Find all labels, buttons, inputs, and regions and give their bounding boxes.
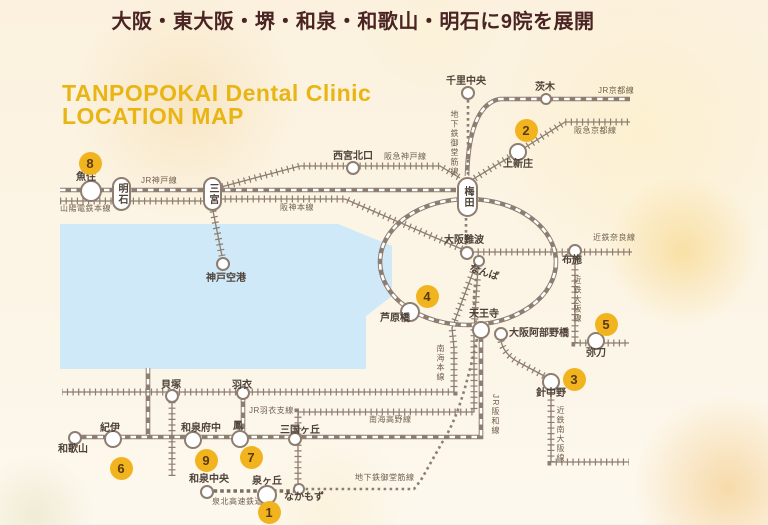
station-label: 西宮北口 bbox=[333, 151, 373, 162]
station-marker bbox=[216, 257, 230, 271]
station-marker bbox=[288, 432, 302, 446]
station-marker bbox=[494, 327, 508, 341]
station-marker bbox=[200, 485, 214, 499]
station-label: 千里中央 bbox=[446, 76, 486, 87]
map-title-line2: LOCATION MAP bbox=[62, 103, 244, 129]
map-title-line1: TANPOPOKAI Dental Clinic bbox=[62, 80, 372, 106]
station-marker bbox=[460, 246, 474, 260]
line-jr-kyoto bbox=[467, 99, 630, 176]
station-label: 三国ヶ丘 bbox=[280, 425, 320, 436]
map-title: TANPOPOKAI Dental Clinic LOCATION MAP bbox=[62, 82, 371, 128]
line-label: 南海本線 bbox=[436, 344, 445, 382]
station-pill: 梅田 bbox=[456, 177, 478, 217]
line-label: 阪急京都線 bbox=[574, 126, 617, 135]
clinic-badge-4[interactable]: 4 bbox=[415, 284, 439, 308]
line-label: JR阪和線 bbox=[491, 394, 500, 436]
station-marker bbox=[509, 143, 527, 161]
line-label: 地下鉄御堂筋線 bbox=[450, 110, 459, 177]
station-label: 上新庄 bbox=[503, 159, 533, 170]
station-label: 泉ヶ丘 bbox=[252, 476, 282, 487]
line-label: 近鉄南大阪線 bbox=[556, 406, 565, 463]
station-marker bbox=[473, 255, 485, 267]
station-marker bbox=[542, 373, 560, 391]
clinic-badge-3[interactable]: 3 bbox=[562, 367, 586, 391]
station-label: なかもず bbox=[284, 492, 324, 503]
line-label: 山陽電鉄本線 bbox=[60, 204, 111, 213]
line-label: 阪急神戸線 bbox=[384, 152, 427, 161]
station-label: 和泉府中 bbox=[181, 423, 221, 434]
page-title: 大阪・東大阪・堺・和泉・和歌山・明石に9院を展開 bbox=[111, 11, 595, 33]
station-label: 鳳 bbox=[233, 421, 243, 432]
line-label: 南海高野線 bbox=[369, 415, 412, 424]
station-label: 茨木 bbox=[535, 82, 555, 93]
station-marker bbox=[231, 430, 249, 448]
station-label: 芦原橋 bbox=[380, 313, 410, 324]
station-pill: 明石 bbox=[111, 177, 131, 211]
station-pill-label: 明石 bbox=[116, 183, 127, 205]
station-marker bbox=[236, 386, 250, 400]
line-label: JR羽衣支線 bbox=[249, 406, 294, 415]
station-marker bbox=[568, 244, 582, 258]
line-label: JR神戸線 bbox=[141, 176, 178, 185]
sea-area bbox=[60, 224, 392, 369]
station-label: 布施 bbox=[562, 255, 582, 266]
station-marker bbox=[293, 483, 305, 495]
station-label: 羽衣 bbox=[232, 380, 252, 391]
station-pill: 三宮 bbox=[202, 177, 222, 211]
station-marker bbox=[400, 302, 420, 322]
line-kintetsu-minamiosaka bbox=[501, 341, 629, 462]
station-marker bbox=[540, 93, 552, 105]
station-label: 神戸空港 bbox=[206, 273, 246, 284]
station-label: 弥刀 bbox=[586, 348, 606, 359]
station-marker bbox=[461, 86, 475, 100]
clinic-badge-6[interactable]: 6 bbox=[109, 456, 133, 480]
station-label: 天王寺 bbox=[469, 309, 499, 320]
station-label: 和歌山 bbox=[58, 444, 88, 455]
line-label: 近鉄奈良線 bbox=[593, 233, 636, 242]
clinic-badge-1[interactable]: 1 bbox=[257, 500, 281, 524]
clinic-badge-2[interactable]: 2 bbox=[514, 118, 538, 142]
station-label: 大阪難波 bbox=[444, 235, 484, 246]
line-label: JR京都線 bbox=[598, 86, 635, 95]
station-marker bbox=[80, 180, 102, 202]
station-label: 和泉中央 bbox=[189, 474, 229, 485]
clinic-badge-5[interactable]: 5 bbox=[594, 312, 618, 336]
line-hankyu-kobe bbox=[206, 166, 460, 191]
station-label: 紀伊 bbox=[100, 423, 120, 434]
station-marker bbox=[346, 161, 360, 175]
clinic-badge-9[interactable]: 9 bbox=[194, 448, 218, 472]
station-pill-label: 梅田 bbox=[462, 186, 473, 208]
line-label: 地下鉄御堂筋線 bbox=[355, 473, 415, 482]
station-marker bbox=[587, 332, 605, 350]
line-label: 泉北高速鉄道 bbox=[212, 497, 263, 506]
clinic-badge-7[interactable]: 7 bbox=[239, 445, 263, 469]
clinic-badge-8[interactable]: 8 bbox=[78, 151, 102, 175]
station-marker bbox=[68, 431, 82, 445]
station-marker bbox=[472, 321, 490, 339]
station-marker bbox=[104, 430, 122, 448]
station-label: 針中野 bbox=[536, 388, 566, 399]
station-label: 貝塚 bbox=[161, 380, 181, 391]
station-label: 魚住 bbox=[76, 172, 96, 183]
line-label: 近鉄大阪線 bbox=[573, 276, 582, 324]
station-label: 大阪阿部野橋 bbox=[509, 328, 569, 339]
station-marker bbox=[184, 431, 202, 449]
line-label: 阪神本線 bbox=[280, 203, 314, 212]
station-marker bbox=[165, 389, 179, 403]
station-pill-label: 三宮 bbox=[207, 183, 218, 205]
